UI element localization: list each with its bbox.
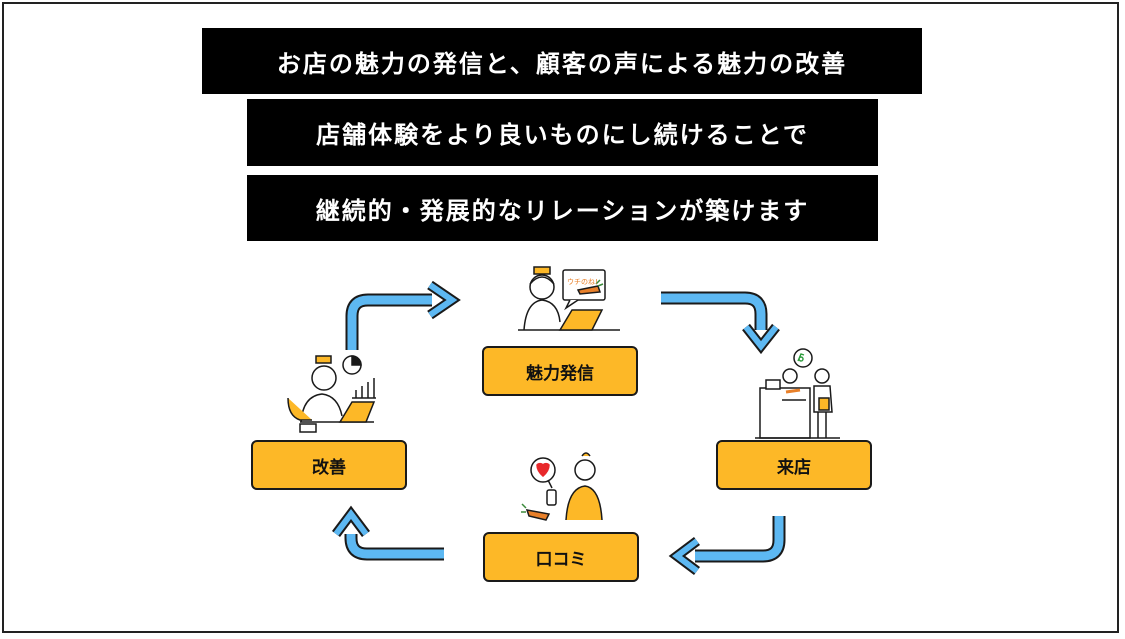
bubble-text-group: ウチのね! <box>567 278 598 286</box>
illustration-hassin <box>518 266 620 331</box>
headline-line-1: お店の魅力の発信と、顧客の声による魅力の改善 <box>202 28 922 94</box>
node-kaizen: 改善 <box>251 440 407 490</box>
headline-line-3: 継続的・発展的なリレーションが築けます <box>247 175 878 241</box>
illustration-raiten <box>755 348 840 439</box>
node-hassin: 魅力発信 <box>482 346 638 396</box>
arrow-kaizen-to-hassin <box>345 280 461 350</box>
node-kuchikomi: 口コミ <box>483 532 639 582</box>
headline-line-2: 店舗体験をより良いものにし続けることで <box>247 99 878 166</box>
bubble-text: ウチのね! <box>567 278 598 286</box>
arrow-kuchikomi-to-kaizen <box>332 505 444 561</box>
arrow-hassin-to-raiten <box>661 291 780 355</box>
illustration-kaizen <box>287 355 376 433</box>
illustration-kuchikomi <box>521 452 603 521</box>
arrow-raiten-to-kuchikomi <box>668 516 786 575</box>
node-raiten: 来店 <box>716 440 872 490</box>
